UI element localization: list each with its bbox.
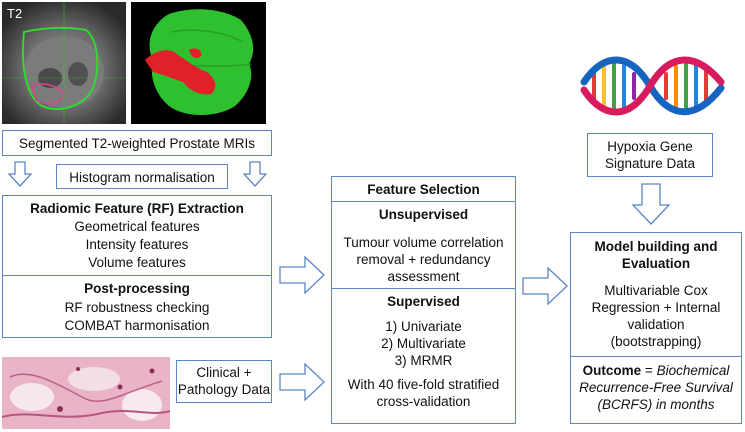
model-line4: (bootstrapping) — [610, 334, 702, 349]
model-line2: Regression + Internal — [591, 300, 721, 315]
dna-icon — [580, 52, 725, 120]
model-line3: validation — [627, 317, 685, 332]
hypoxia-line2: Signature Data — [604, 156, 696, 171]
unsupervised-line2: removal + redundancy — [356, 252, 491, 267]
extraction-item-volume: Volume features — [88, 255, 186, 270]
cv-line2: cross-validation — [376, 394, 471, 409]
model-title-line2: Evaluation — [621, 256, 691, 271]
unsupervised-line1: Tumour volume correlation — [343, 235, 504, 250]
supervised-item-multivariate: 2) Multivariate — [381, 336, 466, 351]
postprocessing-item-robustness: RF robustness checking — [64, 300, 210, 315]
feature-selection-divider-1 — [332, 201, 515, 202]
right-arrow-clinical — [279, 363, 325, 401]
postprocessing-title: Post-processing — [84, 281, 190, 296]
histology-image — [2, 357, 170, 429]
outcome-line2: Recurrence-Free Survival — [579, 380, 733, 395]
unsupervised-title: Unsupervised — [378, 207, 469, 222]
feature-selection-title: Feature Selection — [367, 182, 480, 197]
down-arrow-right — [243, 161, 267, 187]
mri-label: T2 — [7, 6, 23, 21]
segmentation-render — [131, 2, 266, 124]
hypoxia-box: Hypoxia Gene Signature Data — [587, 133, 713, 177]
model-box: Model building and Evaluation Multivaria… — [570, 232, 742, 424]
extraction-divider — [3, 275, 271, 276]
postprocessing-item-combat: COMBAT harmonisation — [64, 318, 210, 333]
extraction-box: Radiomic Feature (RF) Extraction Geometr… — [2, 195, 272, 338]
histogram-box: Histogram normalisation — [56, 164, 228, 189]
outcome-line3: (BCRFS) in months — [597, 397, 715, 412]
outcome-label: Outcome — [582, 363, 642, 378]
segmented-mri-box: Segmented T2-weighted Prostate MRIs — [2, 130, 272, 156]
clinical-line1: Clinical + — [196, 365, 252, 380]
mri-image: T2 — [2, 2, 126, 124]
supervised-title: Supervised — [387, 294, 460, 309]
cv-line1: With 40 five-fold stratified — [347, 377, 500, 392]
model-divider — [571, 356, 741, 357]
clinical-box: Clinical + Pathology Data — [176, 360, 272, 403]
clinical-line2: Pathology Data — [177, 382, 271, 397]
unsupervised-line3: assessment — [387, 269, 460, 284]
supervised-item-univariate: 1) Univariate — [385, 319, 462, 334]
right-arrow-selection — [522, 267, 568, 305]
histogram-label: Histogram normalisation — [69, 170, 215, 185]
feature-selection-divider-2 — [332, 288, 515, 289]
extraction-item-geometrical: Geometrical features — [74, 219, 200, 234]
supervised-item-mrmr: 3) MRMR — [394, 353, 453, 368]
down-arrow-left — [8, 161, 32, 187]
outcome-line1: Outcome = Biochemical — [571, 362, 741, 379]
hypoxia-line1: Hypoxia Gene — [607, 139, 693, 154]
down-arrow-hypoxia — [632, 183, 670, 225]
extraction-title: Radiomic Feature (RF) Extraction — [30, 201, 244, 216]
model-title-line1: Model building and — [594, 239, 718, 254]
segmented-mri-label: Segmented T2-weighted Prostate MRIs — [18, 136, 256, 151]
right-arrow-extraction — [279, 256, 325, 294]
outcome-equals: = — [641, 363, 657, 378]
extraction-item-intensity: Intensity features — [85, 237, 189, 252]
outcome-text-1: Biochemical — [656, 363, 730, 378]
model-line1: Multivariable Cox — [604, 283, 708, 298]
feature-selection-box: Feature Selection Unsupervised Tumour vo… — [331, 176, 516, 424]
